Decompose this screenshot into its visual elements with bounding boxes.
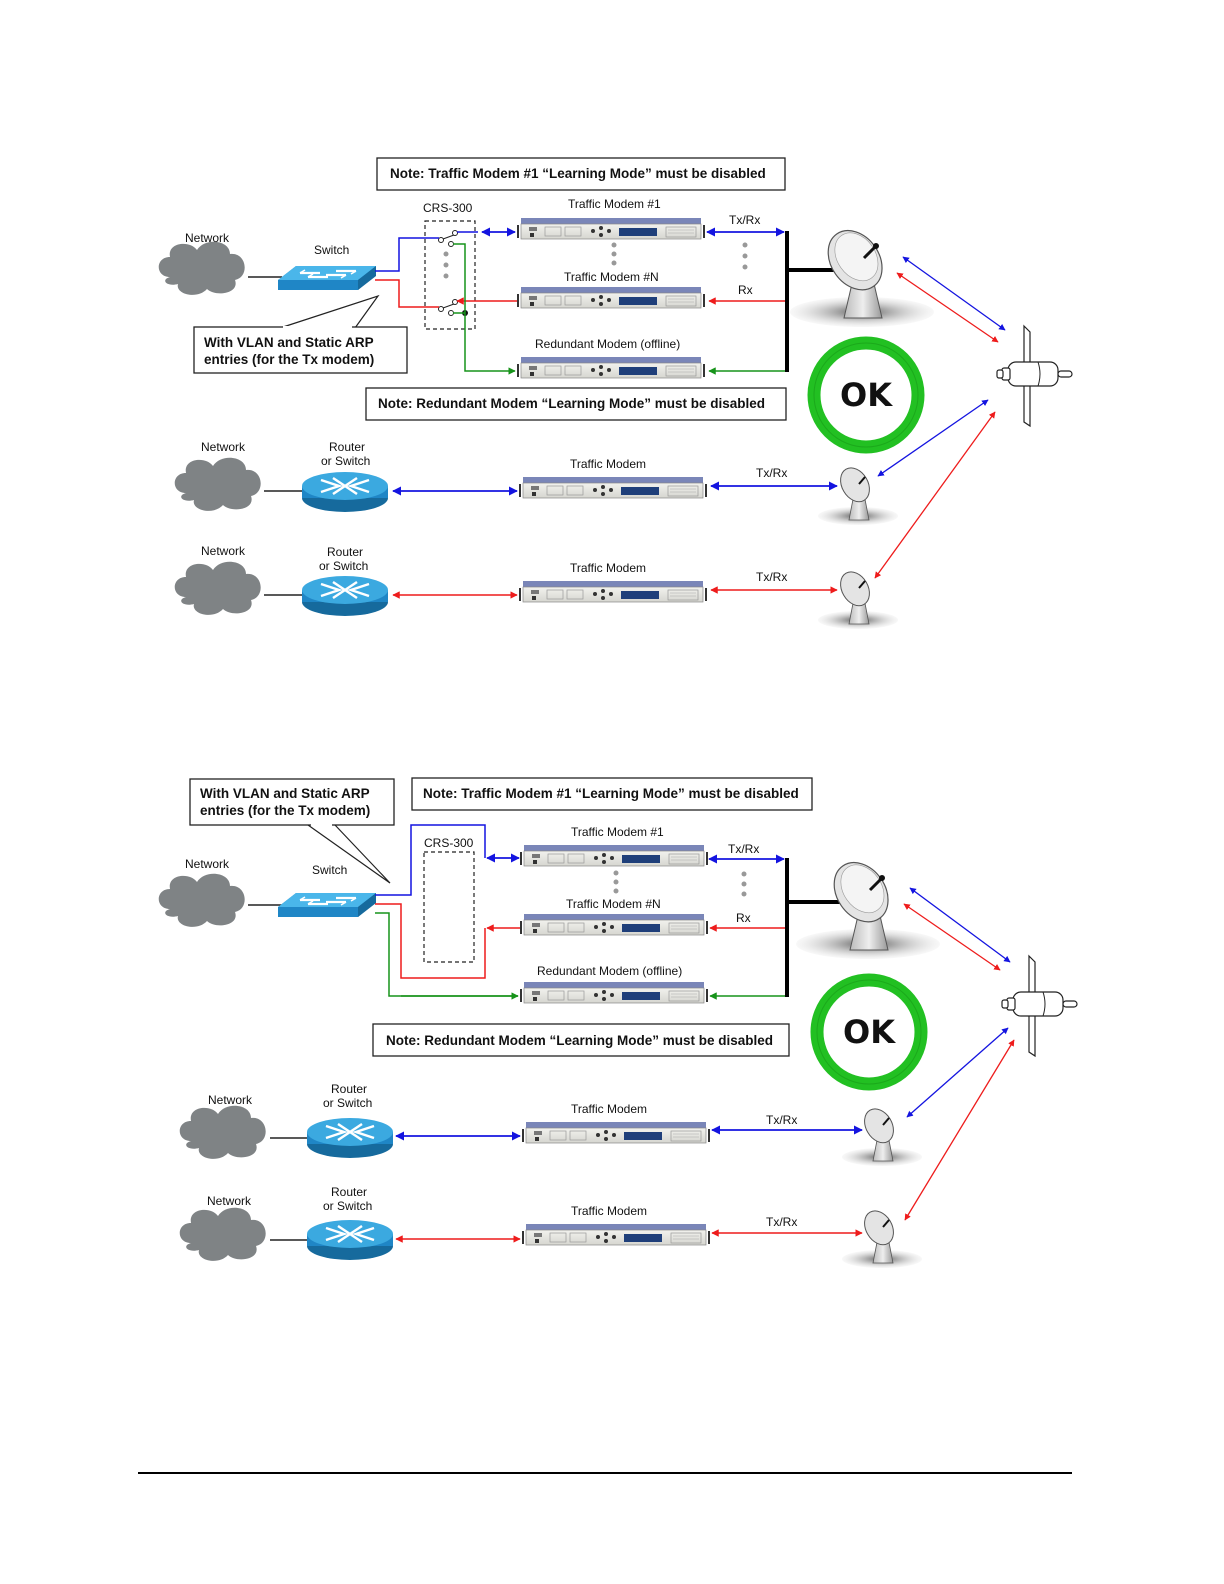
svg-text:Note: Traffic Modem #1 “Learni: Note: Traffic Modem #1 “Learning Mode” m… [423, 786, 799, 801]
crs-300-switch: CRS-300 [423, 201, 476, 330]
svg-text:Note: Redundant Modem “Learnin: Note: Redundant Modem “Learning Mode” mu… [386, 1033, 773, 1048]
network-label: Network [185, 857, 230, 871]
traffic-modem-1: Traffic Modem #1 [517, 197, 705, 240]
svg-text:Traffic Modem #1: Traffic Modem #1 [568, 197, 661, 211]
footer-rule [138, 1472, 1072, 1474]
ok-status-badge: OK [817, 980, 921, 1084]
svg-text:Router: Router [331, 1185, 367, 1199]
svg-text:Traffic Modem #N: Traffic Modem #N [566, 897, 661, 911]
svg-text:Redundant Modem (offline): Redundant Modem (offline) [537, 964, 682, 978]
txrx-label: Tx/Rx [729, 213, 760, 227]
svg-text:Network: Network [201, 440, 246, 454]
svg-text:Tx/Rx: Tx/Rx [756, 466, 787, 480]
switch-icon [276, 264, 378, 292]
hub-dish-icon [794, 850, 942, 961]
router-icon [305, 1218, 395, 1262]
router-icon [300, 470, 390, 514]
svg-text:With VLAN and Static ARP: With VLAN and Static ARP [204, 335, 374, 350]
remote-site-1: Network Router or Switch Traffic Modem T… [179, 1082, 923, 1167]
vlan-callout: With VLAN and Static ARP entries (for th… [189, 778, 395, 884]
svg-text:or Switch: or Switch [319, 559, 368, 573]
remote-site-2: Network Router or Switch Traffic Modem T… [174, 544, 899, 630]
switch-label: Switch [314, 243, 349, 257]
svg-text:CRS-300: CRS-300 [423, 201, 473, 215]
satellite-icon [996, 325, 1073, 427]
txrx-label: Tx/Rx [728, 842, 759, 856]
remote-site-2: Network Router or Switch Traffic Modem T… [179, 1185, 923, 1269]
network-cloud-icon [158, 873, 245, 927]
svg-text:With VLAN and Static ARP: With VLAN and Static ARP [200, 786, 370, 801]
switch-label: Switch [312, 863, 347, 877]
svg-text:or Switch: or Switch [321, 454, 370, 468]
crs-300-switch: CRS-300 [423, 836, 475, 963]
vlan-callout: With VLAN and Static ARP entries (for th… [193, 294, 408, 374]
svg-text:Note: Traffic Modem #1 “Learni: Note: Traffic Modem #1 “Learning Mode” m… [390, 166, 766, 181]
svg-text:Traffic Modem: Traffic Modem [570, 561, 646, 575]
remote-dish-icon [841, 1102, 923, 1167]
svg-text:Router: Router [329, 440, 365, 454]
rx-label: Rx [736, 911, 751, 925]
svg-text:entries (for the Tx modem): entries (for the Tx modem) [200, 803, 370, 818]
svg-text:Network: Network [207, 1194, 252, 1208]
note-traffic-modem: Note: Traffic Modem #1 “Learning Mode” m… [411, 777, 813, 811]
svg-text:Redundant Modem (offline): Redundant Modem (offline) [535, 337, 680, 351]
remote-dish-icon [841, 1204, 923, 1269]
remote-site-1: Network Router or Switch Traffic Modem T… [174, 440, 899, 526]
svg-text:Traffic Modem #1: Traffic Modem #1 [571, 825, 664, 839]
svg-text:Traffic Modem: Traffic Modem [570, 457, 646, 471]
traffic-modem-1: Traffic Modem #1 [520, 825, 708, 867]
redundant-modem: Redundant Modem (offline) [517, 337, 705, 379]
remote-dish-icon [817, 565, 899, 630]
network-label: Network [185, 231, 230, 245]
network-cloud-icon [158, 241, 245, 295]
svg-text:Tx/Rx: Tx/Rx [756, 570, 787, 584]
figure-top: Note: Traffic Modem #1 “Learning Mode” m… [158, 157, 1073, 630]
remote-dish-icon [817, 461, 899, 526]
svg-text:OK: OK [840, 376, 893, 414]
svg-text:Traffic Modem: Traffic Modem [571, 1204, 647, 1218]
router-icon [300, 574, 390, 618]
svg-text:entries (for the Tx modem): entries (for the Tx modem) [204, 352, 374, 367]
svg-text:Traffic Modem: Traffic Modem [571, 1102, 647, 1116]
traffic-modem-n: Traffic Modem #N [517, 270, 705, 309]
note-traffic-modem: Note: Traffic Modem #1 “Learning Mode” m… [376, 157, 786, 191]
svg-text:Router: Router [331, 1082, 367, 1096]
svg-text:Tx/Rx: Tx/Rx [766, 1113, 797, 1127]
svg-text:or Switch: or Switch [323, 1096, 372, 1110]
figure-bottom: With VLAN and Static ARP entries (for th… [158, 777, 1078, 1269]
svg-text:CRS-300: CRS-300 [424, 836, 474, 850]
svg-text:Network: Network [208, 1093, 253, 1107]
router-icon [305, 1116, 395, 1160]
switch-icon [276, 891, 378, 919]
rx-label: Rx [738, 283, 753, 297]
ok-status-badge: OK [814, 343, 918, 447]
note-redundant-modem: Note: Redundant Modem “Learning Mode” mu… [372, 1023, 790, 1057]
svg-text:or Switch: or Switch [323, 1199, 372, 1213]
svg-text:Network: Network [201, 544, 246, 558]
svg-text:OK: OK [843, 1013, 896, 1051]
svg-text:Router: Router [327, 545, 363, 559]
traffic-modem-n: Traffic Modem #N [520, 897, 708, 936]
svg-text:Note: Redundant Modem “Learnin: Note: Redundant Modem “Learning Mode” mu… [378, 396, 765, 411]
svg-text:Tx/Rx: Tx/Rx [766, 1215, 797, 1229]
redundant-modem: Redundant Modem (offline) [520, 964, 708, 1004]
hub-dish-icon [788, 218, 936, 329]
note-redundant-modem: Note: Redundant Modem “Learning Mode” mu… [365, 387, 787, 421]
svg-text:Traffic Modem #N: Traffic Modem #N [564, 270, 659, 284]
